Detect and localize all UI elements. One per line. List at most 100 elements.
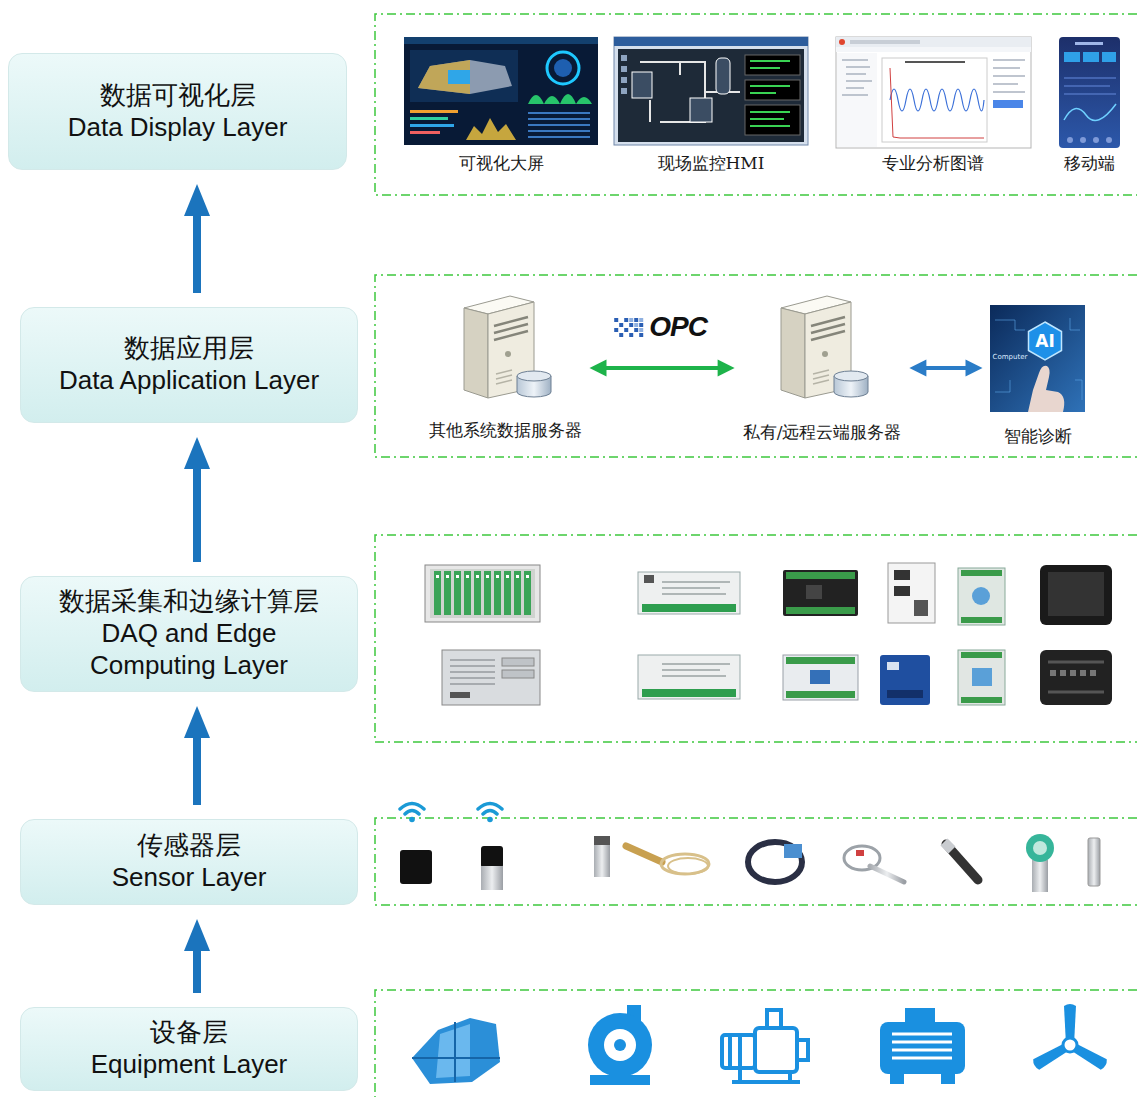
- edge-label: OPC: [647, 312, 709, 342]
- sensor-icon: [661, 854, 709, 874]
- daq-device: [450, 660, 495, 684]
- sensor-icon: [944, 842, 952, 850]
- dashboard-screenshot: [418, 60, 512, 94]
- ai-diagnosis-picture: [1028, 366, 1064, 412]
- analysis-chart-screenshot: [993, 60, 1025, 92]
- hmi-screenshot: [750, 92, 776, 94]
- daq-device: [644, 575, 654, 583]
- arrow-head: [184, 919, 210, 951]
- analysis-chart-screenshot: [836, 37, 1031, 47]
- arrow-head: [184, 184, 210, 216]
- layer-region-outline: [375, 14, 1137, 1097]
- daq-device: [786, 572, 855, 579]
- dashboard-screenshot: [528, 94, 592, 104]
- mobile-screenshot: [1064, 78, 1116, 94]
- dashboard-screenshot: [404, 37, 598, 145]
- mobile-screenshot: [1064, 104, 1116, 120]
- dashboard-screenshot: [528, 112, 590, 138]
- server-node: 私有/远程云端服务器: [743, 290, 902, 442]
- mobile-screenshot: [1064, 52, 1080, 62]
- picture-slot: [614, 37, 808, 153]
- analysis-chart-screenshot: [836, 47, 1031, 52]
- dashboard-screenshot: [404, 37, 598, 44]
- analysis-chart-screenshot: [839, 39, 845, 45]
- dashboard-screenshot: [418, 60, 470, 94]
- layer-box: 数据可视化层Data Display Layer: [8, 53, 347, 170]
- daq-device: [1040, 565, 1112, 625]
- ai-diagnosis-picture: [990, 305, 1085, 412]
- dashboard-screenshot: [528, 124, 590, 126]
- hmi-screenshot: [745, 55, 800, 135]
- layer-title-zh: 设备层: [150, 1017, 228, 1049]
- dashboard-screenshot: [404, 37, 598, 145]
- layer-title-en: DAQ and Edge Computing Layer: [37, 618, 341, 681]
- analysis-chart-screenshot: [836, 37, 1031, 148]
- daq-device: [887, 662, 899, 670]
- daq-device: [1048, 662, 1104, 692]
- daq-device: [430, 569, 535, 618]
- daq-device: [972, 668, 992, 686]
- opc-logo-mark: [614, 328, 618, 332]
- layer-flow-arrow: [184, 184, 210, 293]
- daq-device: [638, 572, 740, 614]
- sensor-icon: [481, 866, 503, 890]
- picture-caption: 其他系统数据服务器: [429, 420, 582, 440]
- layer-title-en: Data Display Layer: [68, 112, 288, 144]
- hmi-screenshot: [745, 105, 800, 135]
- hmi-screenshot: [621, 88, 627, 94]
- layer-title-zh: 数据可视化层: [100, 80, 256, 112]
- daq-device: [642, 604, 736, 612]
- daq-device: [786, 657, 855, 664]
- layer-title-en: Equipment Layer: [91, 1049, 288, 1081]
- opc-logo-mark: [619, 323, 623, 327]
- daq-device: [786, 691, 855, 698]
- picture-slot: [767, 290, 877, 422]
- arrow-shaft: [193, 733, 201, 805]
- analysis-chart-screenshot: [836, 37, 1031, 148]
- daq-device: [1090, 670, 1096, 676]
- mobile-screenshot: [1075, 42, 1103, 45]
- sensor-icon: [400, 850, 432, 884]
- layer-title-en: Data Application Layer: [59, 365, 319, 397]
- hmi-screenshot: [614, 37, 808, 46]
- picture-slot: [450, 290, 560, 420]
- layer-region-outline: [375, 818, 1137, 905]
- daq-device: [786, 607, 855, 614]
- equipment-icon: [880, 1022, 965, 1074]
- layer-region-outline: [375, 14, 1137, 195]
- sensor-icon: [400, 804, 1100, 893]
- ai-diagnosis-picture: [990, 305, 1085, 412]
- daq-device: [783, 655, 858, 700]
- layer-title-en: Sensor Layer: [112, 862, 267, 894]
- sensor-icon: [626, 846, 662, 862]
- hmi-screenshot: [750, 85, 790, 87]
- mobile-screenshot: [1067, 137, 1112, 143]
- hmi-screenshot: [632, 72, 652, 98]
- dashboard-screenshot: [448, 70, 470, 84]
- dashboard-screenshot: [410, 124, 454, 127]
- hmi-screenshot: [621, 55, 627, 61]
- arrow-head: [590, 360, 607, 377]
- equipment-icon: [732, 1040, 808, 1082]
- layer-title-zh: 传感器层: [137, 830, 241, 862]
- layer-box: 数据采集和边缘计算层DAQ and Edge Computing Layer: [20, 576, 358, 692]
- sensor-icon: [784, 844, 802, 858]
- analysis-chart-screenshot: [882, 58, 987, 142]
- daq-device: [914, 600, 928, 616]
- opc-logo-mark: [614, 318, 618, 322]
- picture-caption: 可视化大屏: [459, 153, 544, 173]
- analysis-chart-screenshot: [837, 53, 877, 147]
- sensor-icon: [668, 858, 708, 874]
- sensor-icon: [594, 836, 610, 846]
- equipment-icon: [1031, 1004, 1108, 1071]
- equipment-icon: [722, 1010, 808, 1082]
- daq-device: [961, 697, 1002, 703]
- opc-logo-mark: [639, 328, 643, 332]
- daq-device: [894, 570, 910, 580]
- mobile-screenshot: [1093, 137, 1099, 143]
- dashboard-screenshot: [410, 131, 440, 134]
- layer-box: 传感器层Sensor Layer: [20, 819, 358, 905]
- server-node: 其他系统数据服务器: [429, 290, 582, 440]
- opc-logo-mark: [634, 318, 638, 322]
